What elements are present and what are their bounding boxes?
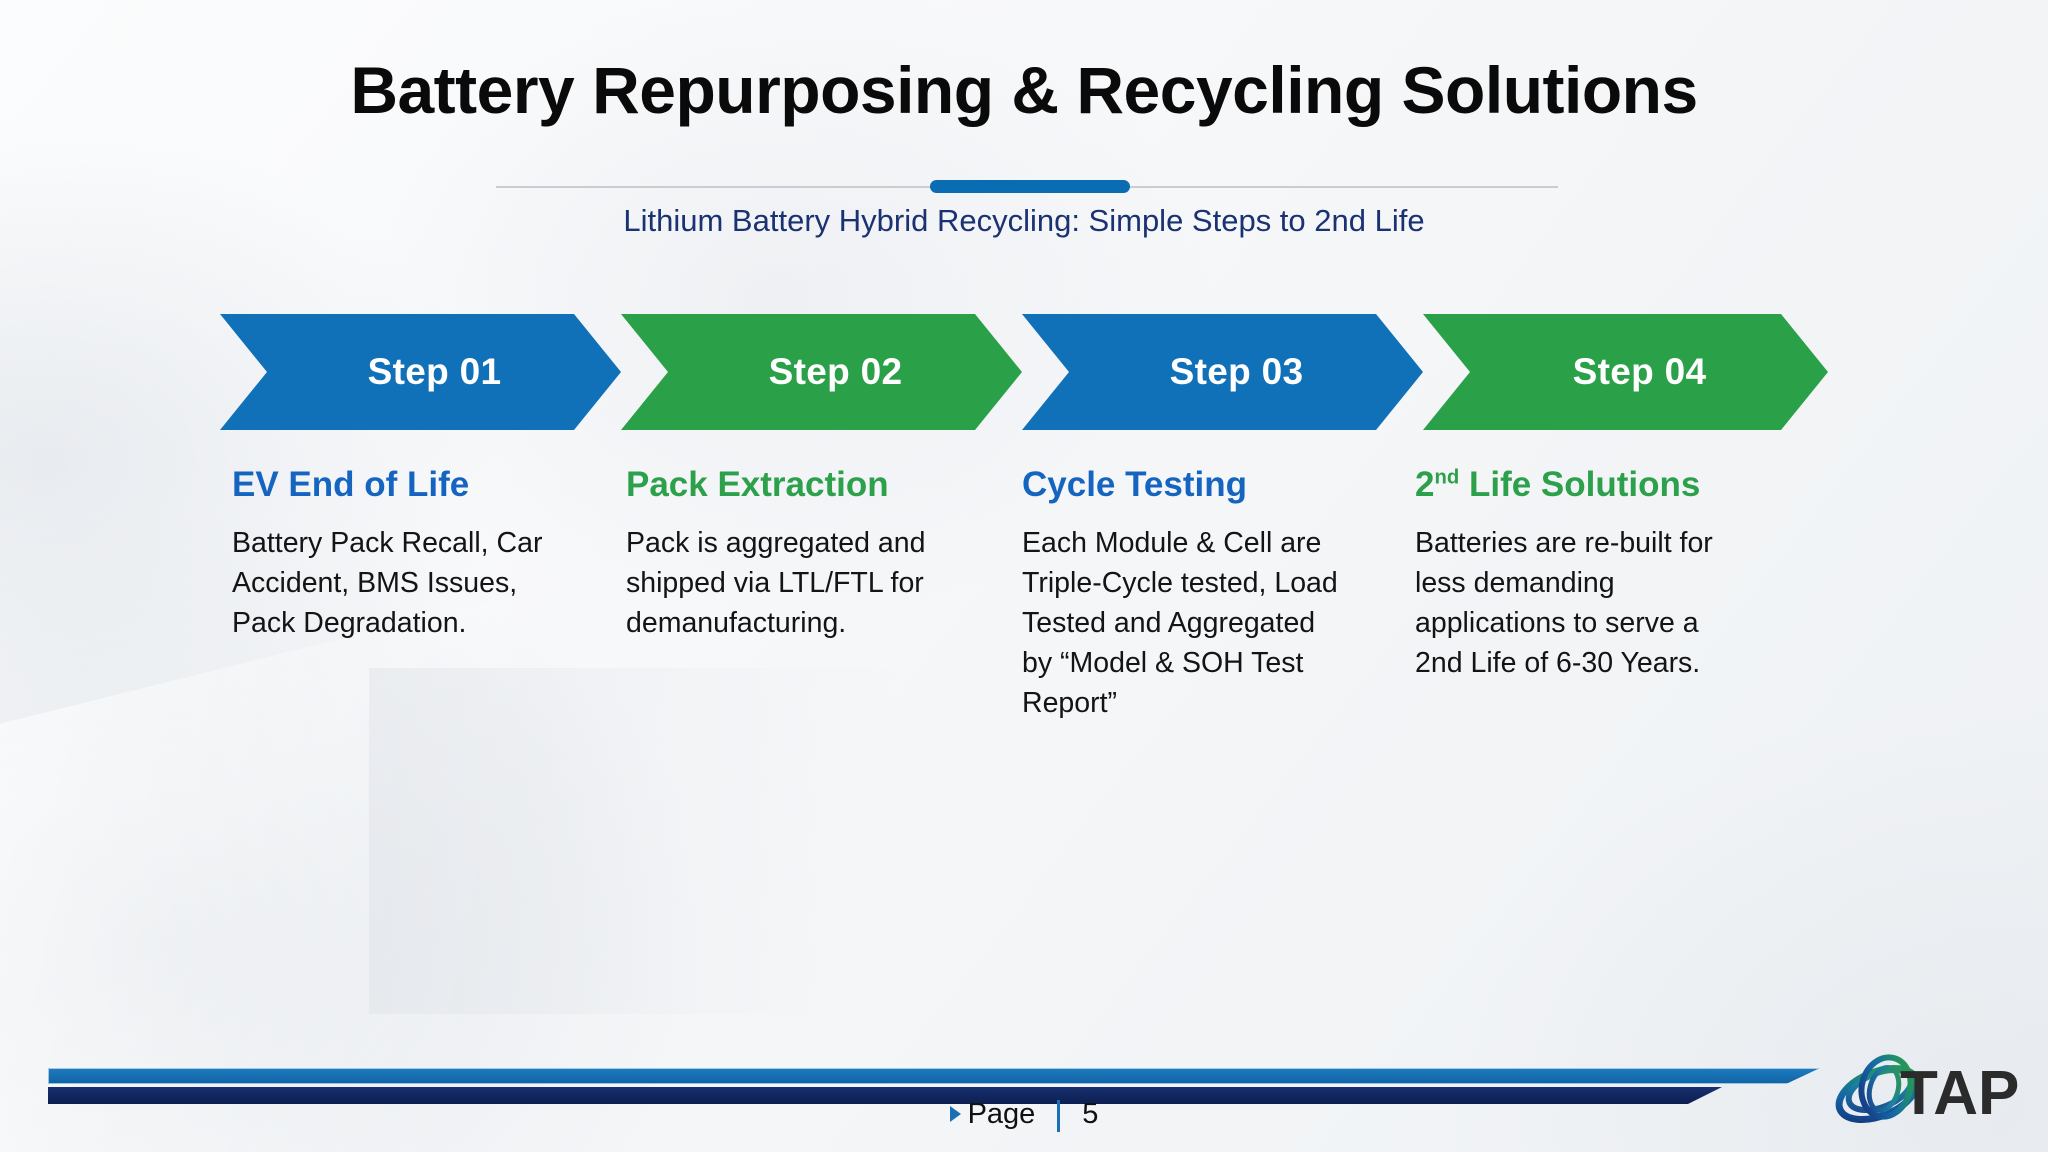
step-badge-03[interactable]: Step 03 xyxy=(1022,314,1423,430)
itap-swirl-logo: TAP xyxy=(1835,1054,2019,1128)
title-divider xyxy=(496,180,1558,194)
step-badge-01[interactable]: Step 01 xyxy=(220,314,621,430)
step-column-02: Pack Extraction Pack is aggregated and s… xyxy=(626,465,956,643)
itap-logo: TAP xyxy=(1828,1046,2042,1142)
footer-bar-light xyxy=(48,1068,1820,1084)
step-column-01: EV End of Life Battery Pack Recall, Car … xyxy=(232,465,562,643)
step-badge-label-02: Step 02 xyxy=(768,351,903,392)
triangle-right-icon xyxy=(949,1105,961,1122)
page-indicator: Page 5 xyxy=(0,1098,2048,1132)
step-badge-label-01: Step 01 xyxy=(367,351,502,392)
step-badge-04[interactable]: Step 04 xyxy=(1423,314,1828,430)
step-column-03: Cycle Testing Each Module & Cell are Tri… xyxy=(1022,465,1352,723)
step-badge-label-03: Step 03 xyxy=(1169,351,1304,392)
step-body-01: Battery Pack Recall, Car Accident, BMS I… xyxy=(232,526,543,639)
step-column-04: 2nd Life Solutions Batteries are re-buil… xyxy=(1415,465,1745,683)
step-heading-04: 2nd Life Solutions xyxy=(1415,465,1745,505)
step-badge-label-04: Step 04 xyxy=(1572,351,1707,392)
step-description-columns: EV End of Life Battery Pack Recall, Car … xyxy=(232,465,1852,886)
page-subtitle: Lithium Battery Hybrid Recycling: Simple… xyxy=(623,203,1425,238)
page-number: 5 xyxy=(1082,1098,1099,1130)
footer-bar-dark xyxy=(48,1087,1722,1104)
step-badge-02[interactable]: Step 02 xyxy=(621,314,1022,430)
step-body-04: Batteries are re-built for less demandin… xyxy=(1415,526,1713,680)
step-heading-02: Pack Extraction xyxy=(626,465,889,504)
step-heading-01: EV End of Life xyxy=(232,465,470,504)
logo-wordmark: TAP xyxy=(1900,1059,2019,1128)
page-label: Page xyxy=(967,1098,1036,1130)
step-body-02: Pack is aggregated and shipped via LTL/F… xyxy=(626,526,926,639)
process-chevron-band: Step 01 Step 02 Step 03 Step 04 xyxy=(220,314,1828,430)
step-heading-04-prefix: 2 xyxy=(1415,465,1435,504)
page-separator xyxy=(1057,1099,1061,1132)
step-body-03: Each Module & Cell are Triple-Cycle test… xyxy=(1022,526,1338,720)
step-heading-04-superscript: nd xyxy=(1434,466,1460,489)
step-heading-03: Cycle Testing xyxy=(1022,465,1247,504)
page-title: Battery Repurposing & Recycling Solution… xyxy=(350,53,1698,127)
step-heading-04-suffix: Life Solutions xyxy=(1459,465,1701,504)
divider-accent-pill xyxy=(930,180,1130,193)
